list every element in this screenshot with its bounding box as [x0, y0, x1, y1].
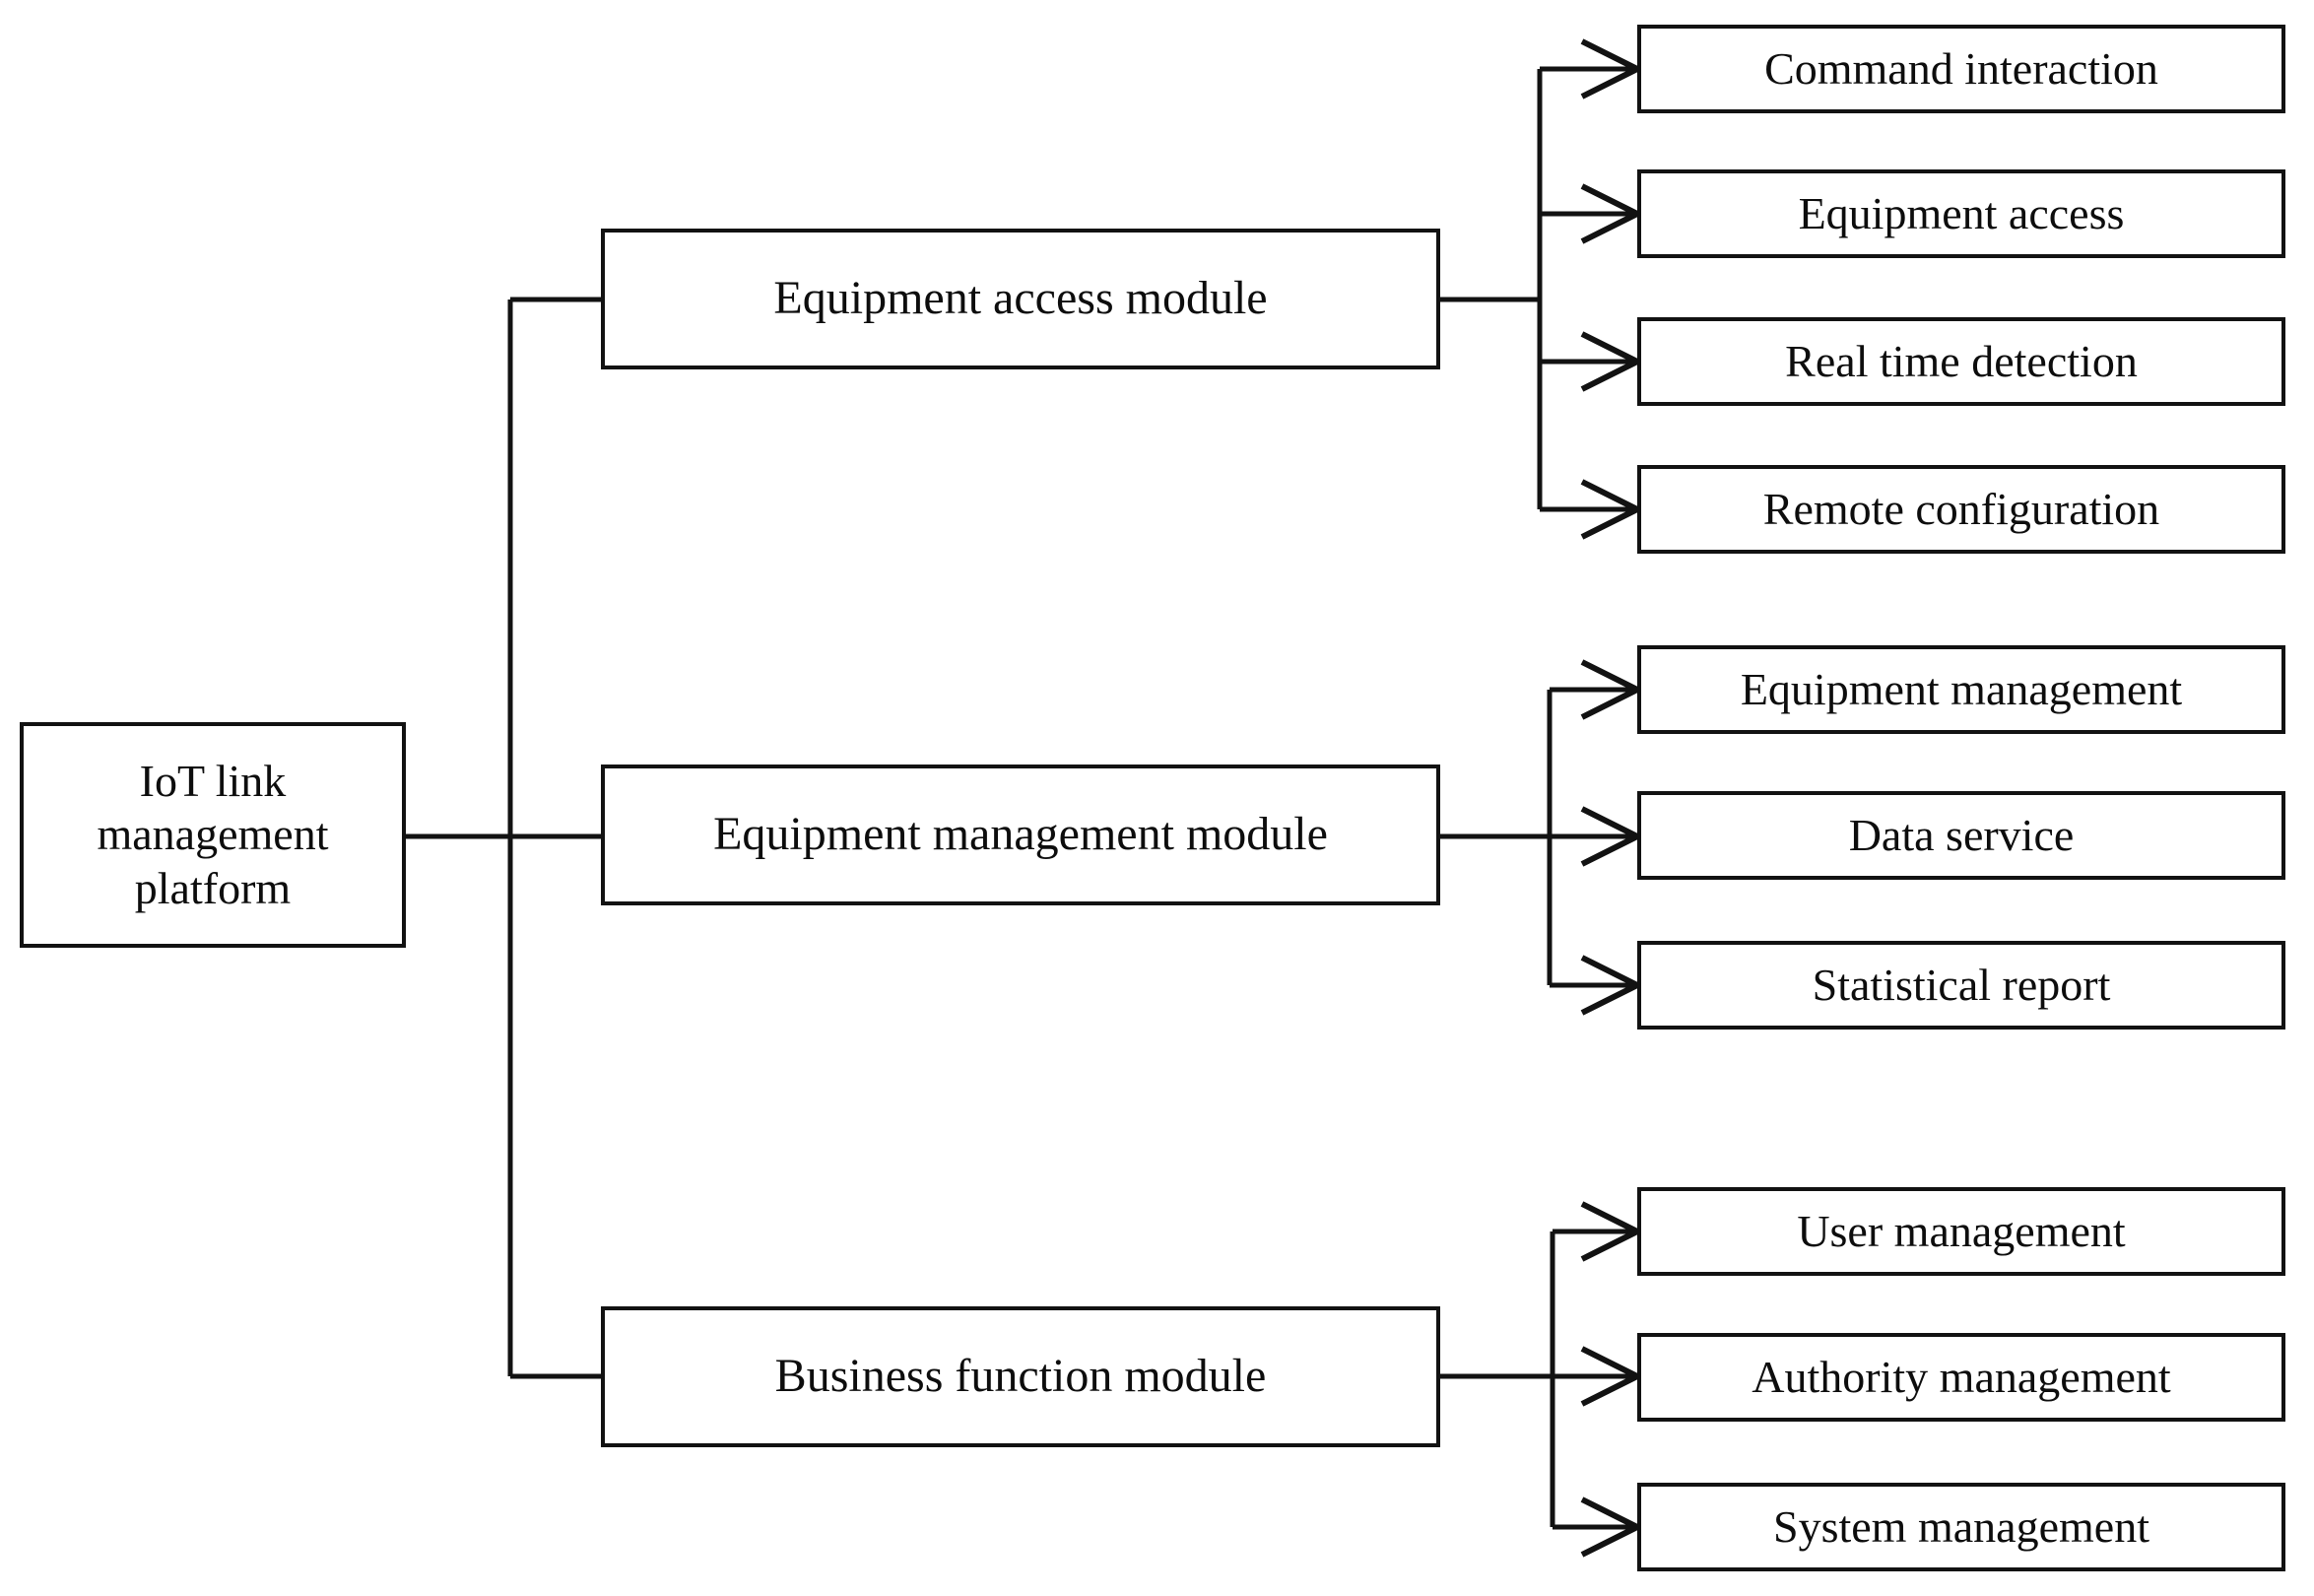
node-equipment-management-label: Equipment management	[1740, 663, 2183, 714]
node-data-service-label: Data service	[1848, 809, 2075, 860]
node-business-function-module[interactable]: Business function module	[601, 1306, 1440, 1447]
node-statistical-report-label: Statistical report	[1812, 959, 2111, 1010]
arrowhead-leaf-5	[1580, 659, 1644, 720]
node-command-interaction-label: Command interaction	[1764, 42, 2158, 94]
arrowhead-leaf-8	[1580, 1201, 1644, 1262]
node-system-management-label: System management	[1773, 1500, 2149, 1552]
node-equipment-access-module-label: Equipment access module	[773, 272, 1268, 325]
node-remote-configuration[interactable]: Remote configuration	[1637, 465, 2285, 554]
node-command-interaction[interactable]: Command interaction	[1637, 25, 2285, 113]
arrowhead-leaf-7	[1580, 955, 1644, 1016]
node-real-time-detection[interactable]: Real time detection	[1637, 317, 2285, 406]
arrowhead-leaf-4	[1580, 479, 1644, 540]
node-equipment-access-label: Equipment access	[1798, 187, 2125, 238]
node-system-management[interactable]: System management	[1637, 1483, 2285, 1571]
node-authority-management-label: Authority management	[1752, 1351, 2171, 1402]
arrowhead-leaf-10	[1580, 1496, 1644, 1558]
arrowhead-leaf-3	[1580, 331, 1644, 392]
node-equipment-access-module[interactable]: Equipment access module	[601, 229, 1440, 369]
node-equipment-management[interactable]: Equipment management	[1637, 645, 2285, 734]
node-root-label: IoT link management platform	[97, 756, 329, 913]
node-equipment-access[interactable]: Equipment access	[1637, 169, 2285, 258]
arrowhead-leaf-1	[1580, 38, 1644, 100]
node-business-function-module-label: Business function module	[774, 1350, 1267, 1403]
arrowhead-leaf-2	[1580, 183, 1644, 244]
node-real-time-detection-label: Real time detection	[1785, 335, 2138, 386]
node-statistical-report[interactable]: Statistical report	[1637, 941, 2285, 1030]
arrowhead-leaf-9	[1580, 1346, 1644, 1407]
node-user-management-label: User management	[1797, 1205, 2126, 1256]
arrowhead-leaf-6	[1580, 806, 1644, 867]
node-remote-configuration-label: Remote configuration	[1762, 483, 2160, 534]
node-data-service[interactable]: Data service	[1637, 791, 2285, 880]
node-equipment-management-module[interactable]: Equipment management module	[601, 765, 1440, 905]
node-root-iot-link-management-platform[interactable]: IoT link management platform	[20, 722, 406, 948]
node-user-management[interactable]: User management	[1637, 1187, 2285, 1276]
node-equipment-management-module-label: Equipment management module	[713, 808, 1328, 861]
node-authority-management[interactable]: Authority management	[1637, 1333, 2285, 1422]
